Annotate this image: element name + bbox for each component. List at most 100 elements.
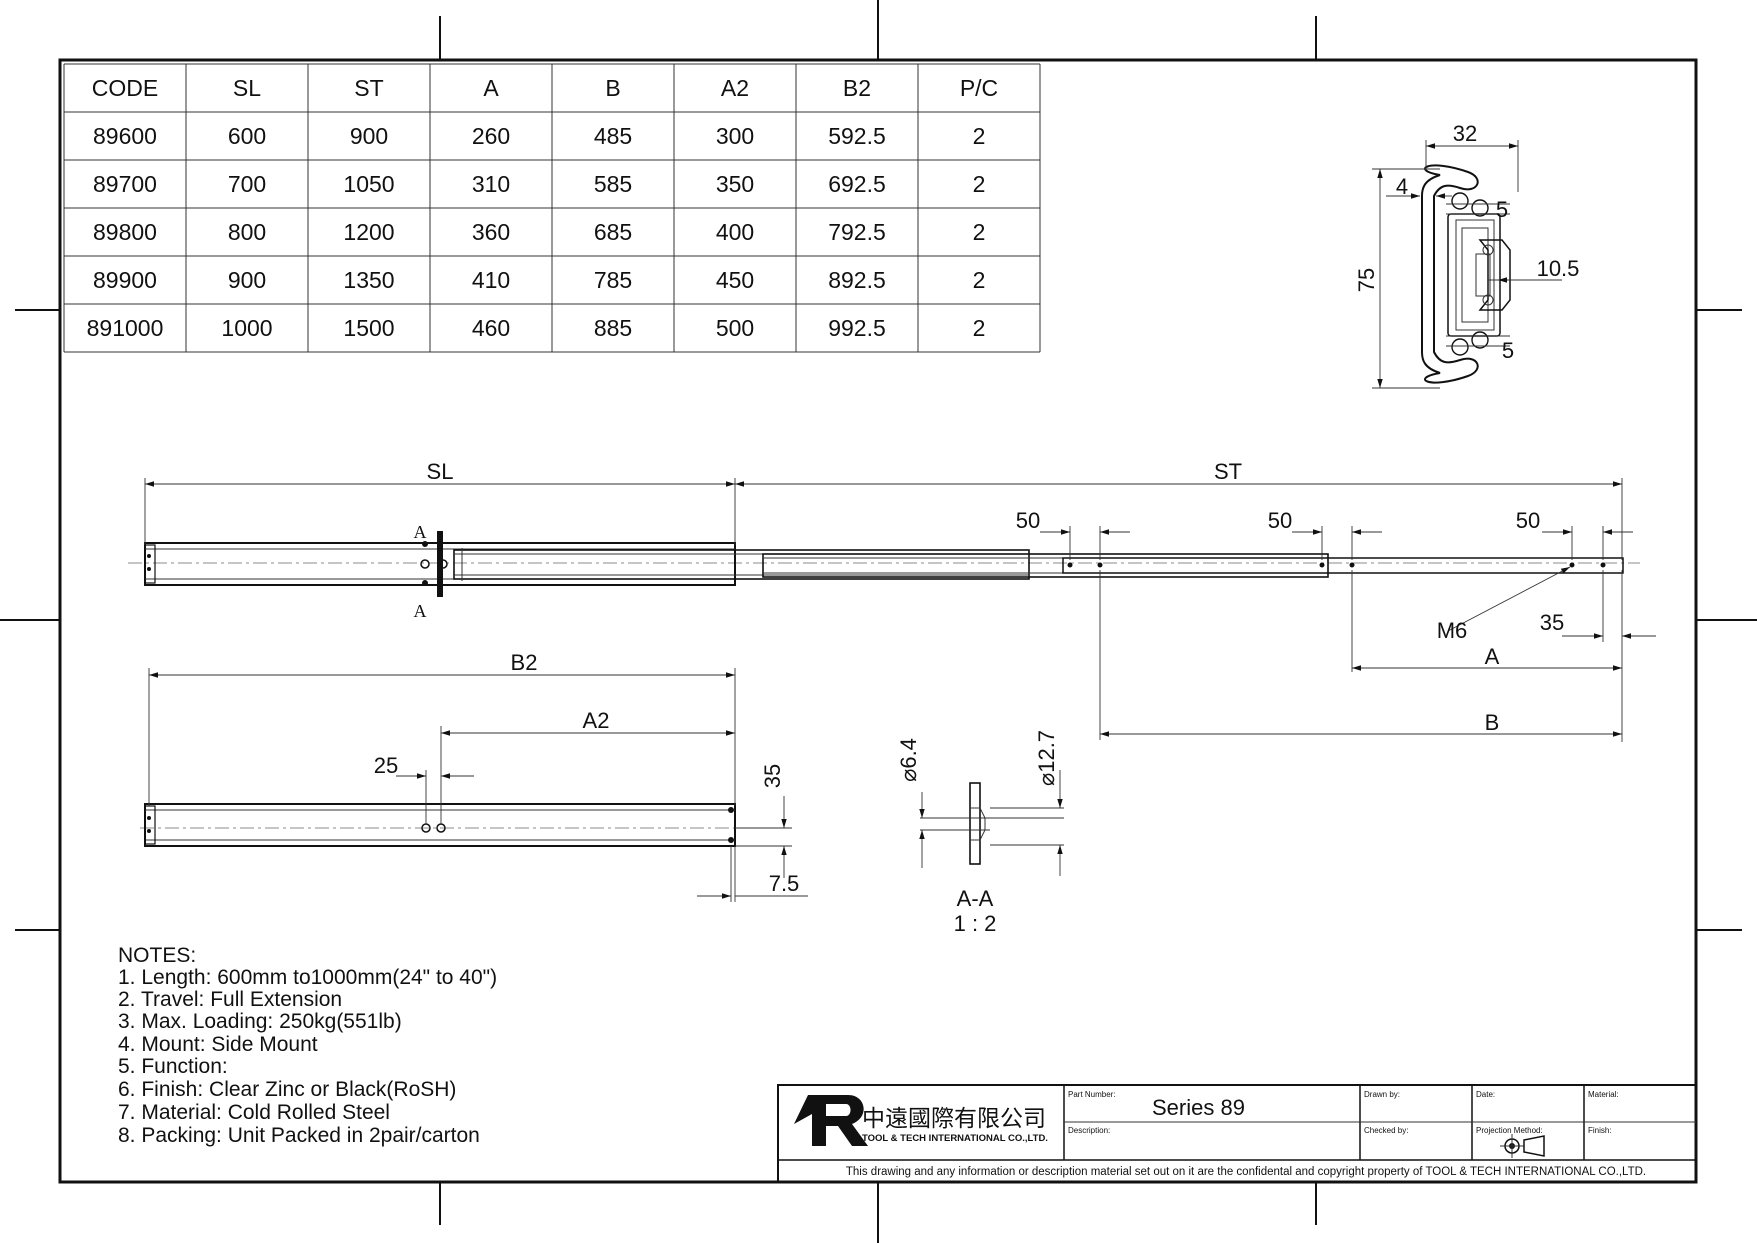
note-item: 1. Length: 600mm to1000mm(24" to 40") (118, 966, 497, 989)
sl-dimension-label: SL (427, 459, 454, 484)
hole-pitch-1-label: 50 (1016, 508, 1040, 533)
table-cell: 585 (594, 171, 632, 197)
section-a-a-view: ⌀6.4 ⌀12.7 A-A 1 : 2 (896, 730, 1064, 936)
table-cell: 592.5 (828, 123, 886, 149)
table-cell: 460 (472, 315, 510, 341)
table-cell: 410 (472, 267, 510, 293)
section-scale: 1 : 2 (954, 911, 997, 936)
section-title: A-A (957, 886, 994, 911)
table-cell: 1500 (343, 315, 394, 341)
table-cell: 1200 (343, 219, 394, 245)
table-header: A (483, 75, 499, 101)
section-marker-top: A (414, 522, 427, 542)
b-dimension-label: B (1485, 710, 1500, 735)
table-header: ST (354, 75, 383, 101)
table-cell: 600 (228, 123, 266, 149)
b2-dimension-label: B2 (511, 650, 538, 675)
table-cell: 400 (716, 219, 754, 245)
table-cell: 2 (973, 123, 986, 149)
profile-width-label: 32 (1453, 121, 1477, 146)
title-block: 中遠國際有限公司 TOOL & TECH INTERNATIONAL CO.,L… (777, 1084, 1697, 1183)
table-header: P/C (960, 75, 998, 101)
table-cell: 300 (716, 123, 754, 149)
profile-inner-label: 10.5 (1537, 256, 1580, 281)
projection-symbol-icon (1500, 1134, 1545, 1158)
table-cell: 2 (973, 267, 986, 293)
st-dimension-label: ST (1214, 459, 1242, 484)
table-cell: 485 (594, 123, 632, 149)
material-label: Material: (1588, 1090, 1619, 1099)
table-cell: 692.5 (828, 171, 886, 197)
table-cell: 900 (350, 123, 388, 149)
spec-table: CODE SL ST A B A2 B2 P/C 89600 600 900 260 485 300 592… (63, 63, 1041, 353)
thread-size-label: M6 (1437, 618, 1468, 643)
table-header: A2 (721, 75, 749, 101)
company-logo (794, 1095, 868, 1146)
note-item: 4. Mount: Side Mount (118, 1033, 318, 1056)
table-cell: 2 (973, 315, 986, 341)
table-cell: 310 (472, 171, 510, 197)
date-label: Date: (1476, 1090, 1495, 1099)
table-header: B (605, 75, 620, 101)
table-cell: 1000 (221, 315, 272, 341)
extended-slide-view: SL ST 50 50 50 M6 35 A B (128, 459, 1656, 742)
table-cell: 885 (594, 315, 632, 341)
table-cell: 89900 (93, 267, 157, 293)
part-number-label: Part Number: (1068, 1090, 1116, 1099)
table-cell: 450 (716, 267, 754, 293)
table-cell: 89600 (93, 123, 157, 149)
hole-pitch-2-label: 50 (1268, 508, 1292, 533)
part-number-value: Series 89 (1152, 1095, 1245, 1120)
table-header: B2 (843, 75, 871, 101)
table-cell: 1350 (343, 267, 394, 293)
table-cell: 350 (716, 171, 754, 197)
note-item: 2. Travel: Full Extension (118, 988, 342, 1011)
a-dimension-label: A (1485, 644, 1500, 669)
note-item: 3. Max. Loading: 250kg(551lb) (118, 1010, 402, 1033)
table-cell: 892.5 (828, 267, 886, 293)
note-item: 8. Packing: Unit Packed in 2pair/carton (118, 1124, 480, 1147)
rail-profile-view: 32 4 5 75 10.5 5 (1354, 121, 1580, 389)
table-header: SL (233, 75, 261, 101)
table-header: CODE (92, 75, 158, 101)
note-item: 5. Function: (118, 1055, 228, 1078)
table-cell: 1050 (343, 171, 394, 197)
projection-method-label: Projection Method: (1476, 1126, 1543, 1135)
table-cell: 360 (472, 219, 510, 245)
notes-heading: NOTES: (118, 944, 196, 967)
table-cell: 2 (973, 219, 986, 245)
table-cell: 89700 (93, 171, 157, 197)
table-cell: 900 (228, 267, 266, 293)
note-item: 7. Material: Cold Rolled Steel (118, 1101, 390, 1124)
end-offset-small-label: 7.5 (769, 871, 800, 896)
table-cell: 700 (228, 171, 266, 197)
end-offset-label: 35 (1540, 610, 1564, 635)
hole-pitch-3-label: 50 (1516, 508, 1540, 533)
hole-diameter-label: ⌀6.4 (896, 738, 921, 782)
company-name-chinese: 中遠國際有限公司 (862, 1105, 1046, 1131)
finish-label: Finish: (1588, 1126, 1612, 1135)
cabinet-member-view: B2 A2 25 35 7.5 (140, 650, 808, 902)
table-cell: 792.5 (828, 219, 886, 245)
profile-height-label: 75 (1354, 268, 1379, 292)
drawn-by-label: Drawn by: (1364, 1090, 1400, 1099)
table-cell: 2 (973, 171, 986, 197)
notes-block: NOTES: 1. Length: 600mm to1000mm(24" to … (118, 944, 497, 1147)
description-label: Description: (1068, 1126, 1110, 1135)
table-cell: 260 (472, 123, 510, 149)
counterbore-diameter-label: ⌀12.7 (1034, 730, 1059, 786)
table-cell: 500 (716, 315, 754, 341)
copyright-notice: This drawing and any information or desc… (846, 1166, 1646, 1178)
table-cell: 992.5 (828, 315, 886, 341)
profile-wall-label: 4 (1396, 174, 1408, 199)
table-cell: 891000 (87, 315, 164, 341)
table-cell: 800 (228, 219, 266, 245)
note-item: 6. Finish: Clear Zinc or Black(RoSH) (118, 1078, 456, 1101)
table-cell: 89800 (93, 219, 157, 245)
table-cell: 785 (594, 267, 632, 293)
table-cell: 685 (594, 219, 632, 245)
a2-dimension-label: A2 (583, 708, 610, 733)
vertical-offset-label: 35 (760, 764, 785, 788)
checked-by-label: Checked by: (1364, 1126, 1408, 1135)
